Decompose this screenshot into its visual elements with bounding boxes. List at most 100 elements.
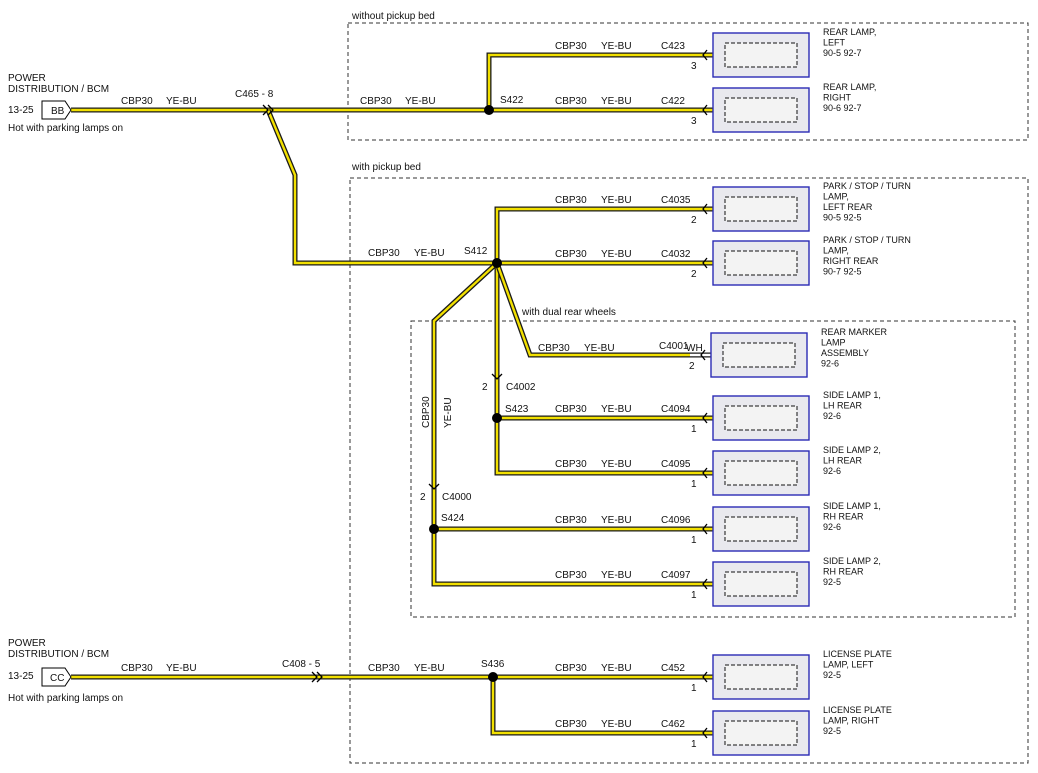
splice-s436 [488,672,498,682]
component-inner [724,571,798,597]
source-tag-box [41,667,72,687]
connector-symbol [702,257,708,269]
wire-color: YE-BU [414,663,445,674]
source-tag: CC [50,673,64,684]
component-label-line: LH REAR [823,401,863,411]
group-label-without-bed: without pickup bed [351,11,435,22]
inline-pin-c4000: 2 [420,492,426,503]
component-inner [724,720,798,746]
wire-color: YE-BU [601,719,632,730]
splice-s424 [429,524,439,534]
component-label-line: 92-6 [823,522,841,532]
splice-s412 [492,258,502,268]
group-label-with-bed: with pickup bed [351,162,421,173]
wire-circuit: CBP30 [121,663,153,674]
connector-symbol [702,523,708,535]
component-inner [724,196,798,222]
connector-symbol [700,349,706,361]
source-tag: BB [51,106,65,117]
wire-color: YE-BU [414,248,445,259]
connector-pin: 3 [691,61,697,72]
wire-circuit: CBP30 [555,404,587,415]
connector-symbol [702,727,708,739]
power-source-cc: POWER DISTRIBUTION / BCM 13-25 CC Hot wi… [8,638,123,704]
wire-color-vertical: YE-BU [443,397,454,428]
splice-label-s424: S424 [441,513,465,524]
component-inner [724,97,798,123]
component-inner [724,664,798,690]
source-title-line2: DISTRIBUTION / BCM [8,84,109,95]
component-label-line: 92-5 [823,577,841,587]
connector-label: C4096 [661,515,691,526]
wire-segment-fill [495,263,713,475]
connector-pin: 1 [691,535,697,546]
connector-label: C4001 [659,341,689,352]
splice-label-s412: S412 [464,246,488,257]
inline-label-c4000: C4000 [442,492,472,503]
connector-label: C4032 [661,249,691,260]
connector-pin: 1 [691,739,697,750]
splice-s422 [484,105,494,115]
inline-label-c408: C408 - 5 [282,659,321,670]
wire-circuit: CBP30 [368,248,400,259]
connector-symbol [702,467,708,479]
wire-color: YE-BU [405,96,436,107]
wire-circuit: CBP30 [360,96,392,107]
wire-circuit: CBP30 [555,41,587,52]
connector-label: C4097 [661,570,691,581]
component-inner [724,250,798,276]
wire-circuit: CBP30 [555,195,587,206]
component-label-line: 92-5 [823,670,841,680]
component-label-line: 92-6 [823,466,841,476]
component-label-line: LICENSE PLATE [823,649,892,659]
wire-segment-fill [495,262,690,357]
wire-color-white: WH [686,343,703,354]
component-label-line: LAMP, [823,192,849,202]
component-label-line: SIDE LAMP 2, [823,445,881,455]
connector-label: C4094 [661,404,691,415]
inline-label-c465: C465 - 8 [235,89,274,100]
component-label-line: PARK / STOP / TURN [823,181,911,191]
power-source-bb: POWER DISTRIBUTION / BCM 13-25 BB Hot wi… [8,73,123,134]
wire-circuit: CBP30 [555,663,587,674]
wire-circuit: CBP30 [555,459,587,470]
wire-color: YE-BU [584,343,615,354]
connector-label: C452 [661,663,685,674]
wire-circuit: CBP30 [121,96,153,107]
wire-color: YE-BU [601,195,632,206]
wire-segment-fill [266,109,497,265]
source-note: Hot with parking lamps on [8,693,123,704]
splice-label-s436: S436 [481,659,505,670]
connector-pin: 1 [691,683,697,694]
component-label-line: SIDE LAMP 1, [823,390,881,400]
connector-pin: 1 [691,424,697,435]
wire-segment [494,263,713,476]
wire-segment-fill [487,53,713,110]
component-label-line: 92-5 [823,726,841,736]
wire-segment [265,109,497,266]
connector-symbol [702,412,708,424]
component-inner [724,405,798,431]
wire-circuit: CBP30 [555,719,587,730]
wire-color: YE-BU [601,515,632,526]
component-label-line: REAR LAMP, [823,27,876,37]
wire-circuit: CBP30 [555,96,587,107]
component-label-line: LEFT REAR [823,202,873,212]
component-label-line: RIGHT [823,93,852,103]
group-with-pickup-bed [349,177,1029,764]
wire-color: YE-BU [166,663,197,674]
wire-circuit: CBP30 [555,570,587,581]
connector-symbol [702,578,708,590]
inline-connector-c408 [311,671,323,683]
connector-symbol [702,104,708,116]
connector-pin: 1 [691,479,697,490]
splice-label-s423: S423 [505,404,529,415]
inline-connector-c4000 [428,483,440,490]
